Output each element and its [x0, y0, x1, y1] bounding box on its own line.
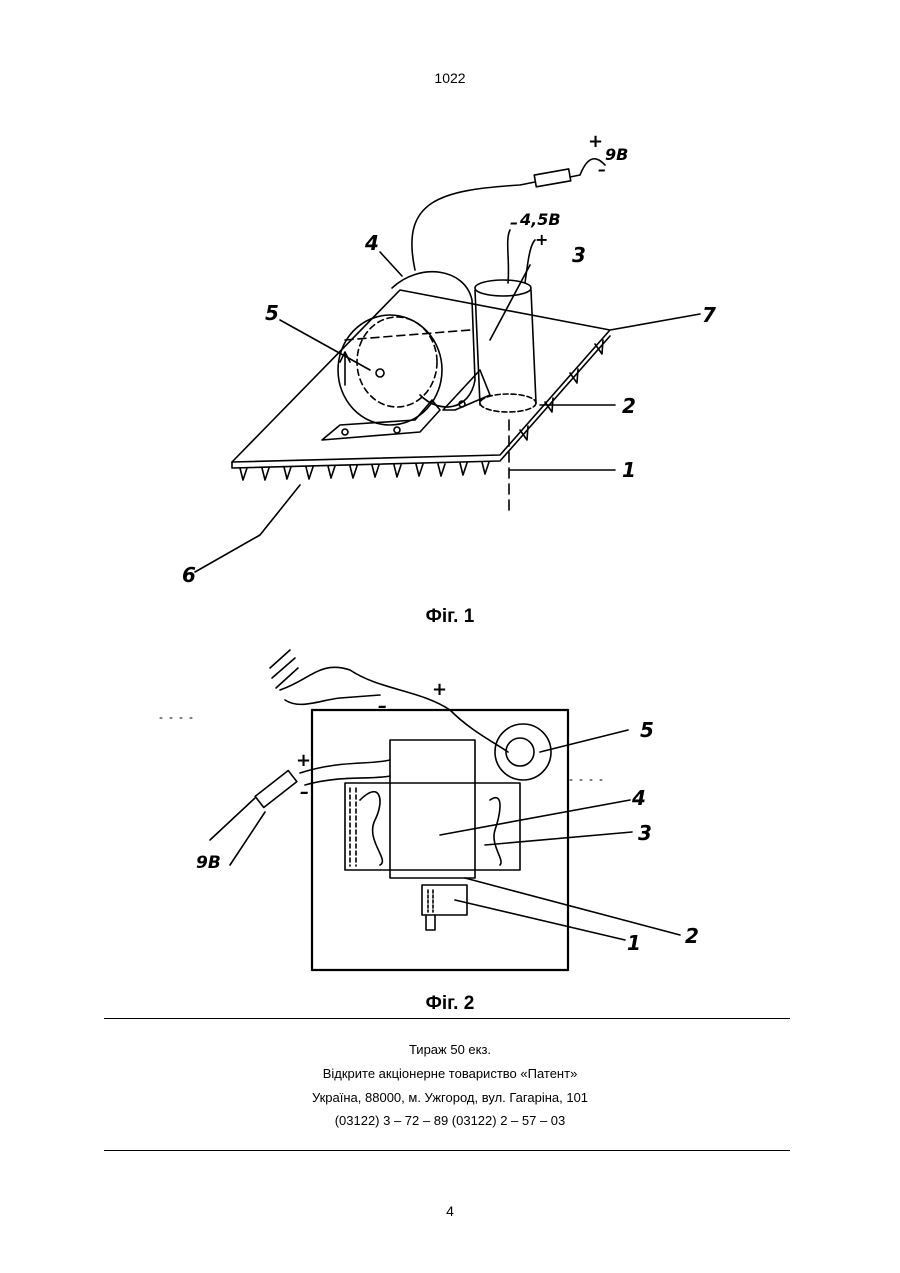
- fig1-label-2: 2: [622, 394, 636, 418]
- figure-1-caption: Фіг. 1: [0, 606, 900, 628]
- figure-2-caption: Фіг. 2: [0, 993, 900, 1015]
- fig1-label-plus-9v: +: [588, 131, 603, 152]
- tube-top: [475, 280, 531, 296]
- fig2-label-minus-left: –: [300, 782, 309, 803]
- figure-2-drawing: 5 4 3 2 1 9В + – + –: [155, 645, 750, 990]
- divider-bottom: [104, 1150, 790, 1151]
- tube-bottom: [480, 394, 536, 412]
- tube-rect: [345, 783, 520, 870]
- bracket: [322, 400, 440, 440]
- fig1-label-minus-4-5v: –: [510, 213, 518, 232]
- fig2-label-minus-top: –: [378, 696, 387, 717]
- plate-spikes: [240, 340, 603, 480]
- fig2-label-5: 5: [640, 718, 654, 742]
- fig2-label-9v: 9В: [196, 853, 221, 873]
- speaker-box: [390, 740, 475, 878]
- page-number: 4: [0, 1203, 900, 1219]
- imprint-publisher: Відкрите акціонерне товариство «Патент»: [0, 1066, 900, 1081]
- fig2-label-1: 1: [627, 931, 641, 955]
- imprint-phones: (03122) 3 – 72 – 89 (03122) 2 – 57 – 03: [0, 1113, 900, 1128]
- fig2-label-3: 3: [638, 821, 652, 845]
- base-plate: [232, 290, 610, 462]
- fig2-label-plus-left: +: [296, 750, 311, 771]
- fig1-label-4: 4: [364, 231, 379, 255]
- membrane-inner: [506, 738, 534, 766]
- fig1-label-9v: 9В: [605, 145, 628, 164]
- fig1-label-plus-4-5v: +: [535, 230, 548, 249]
- imprint-circulation: Тираж 50 екз.: [0, 1042, 900, 1057]
- fig1-label-7: 7: [702, 303, 716, 327]
- fig1-label-6: 6: [182, 563, 196, 587]
- divider-top: [104, 1018, 790, 1019]
- fig1-label-4-5v: 4,5В: [519, 210, 561, 229]
- fig2-label-2: 2: [685, 924, 699, 948]
- fig2-label-4: 4: [631, 786, 646, 810]
- fig1-label-3: 3: [572, 243, 586, 267]
- document-number: 1022: [0, 70, 900, 86]
- fig1-label-1: 1: [622, 458, 636, 482]
- fig1-label-minus-9v: –: [598, 160, 606, 179]
- fig2-label-plus-top: +: [432, 679, 447, 700]
- fig1-label-5: 5: [265, 301, 279, 325]
- figure-1-drawing: 4 5 3 7 2 1 6 9В + – 4,5В – +: [165, 105, 740, 605]
- imprint-address: Україна, 88000, м. Ужгород, вул. Гагарін…: [0, 1090, 900, 1105]
